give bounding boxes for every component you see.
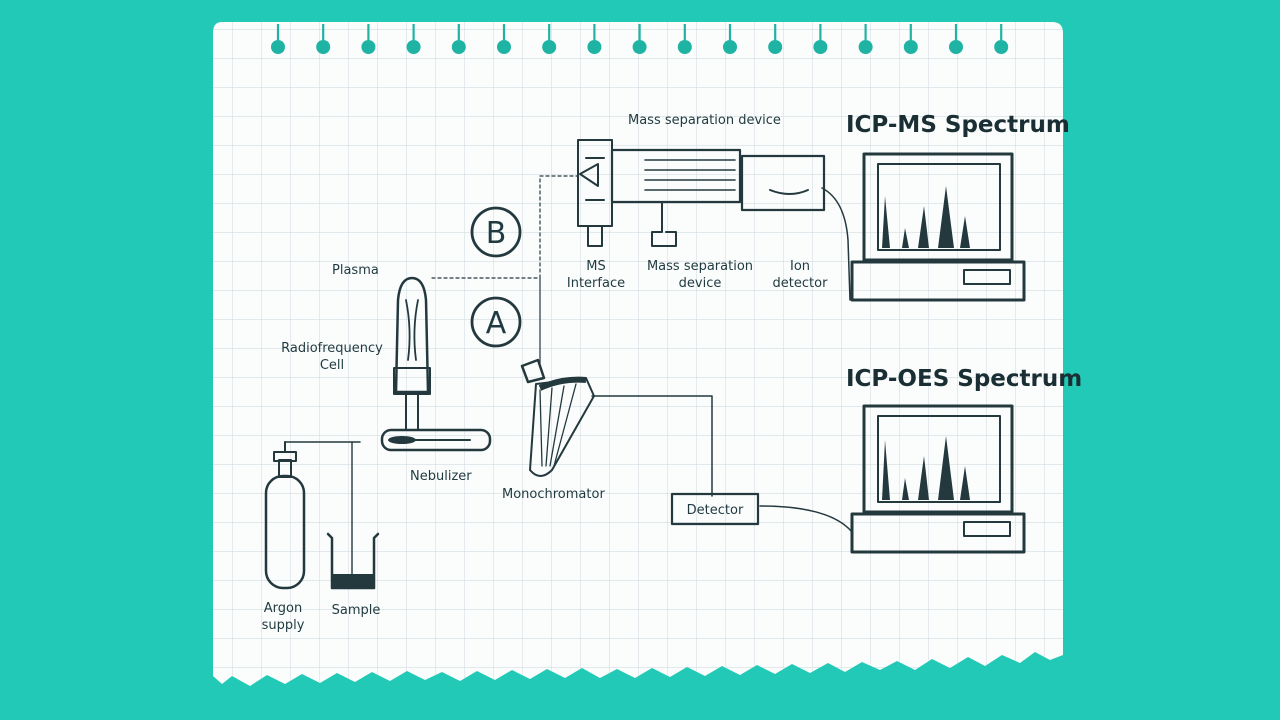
plasma-torch <box>393 276 431 431</box>
spiral-ring <box>451 40 466 54</box>
oes-computer <box>850 404 1026 554</box>
argon-supply-cylinder <box>264 441 306 590</box>
spiral-ring <box>632 40 647 54</box>
path-marker-b-label: B <box>486 216 507 251</box>
detector-box <box>670 492 760 526</box>
ion-detector-label-line1: Ion <box>790 259 810 274</box>
ms-interface-label-line2: Interface <box>567 276 625 291</box>
path-marker-b: B <box>470 206 522 258</box>
monochromator <box>520 358 595 477</box>
path-marker-a: A <box>470 296 522 348</box>
icp-ms-title: ICP-MS Spectrum <box>846 112 1070 138</box>
radiofrequency-label-line2: Cell <box>320 358 344 373</box>
spiral-ring <box>949 40 963 54</box>
spiral-ring <box>903 40 918 54</box>
detector-label: Detector <box>687 503 744 518</box>
plasma-label: Plasma <box>332 263 379 278</box>
path-marker-a-label: A <box>486 306 507 341</box>
mass-separation-top-label: Mass separation device <box>628 113 781 128</box>
spiral-ring <box>497 40 511 54</box>
spiral-ring <box>813 40 828 54</box>
ms-interface-label-line1: MS <box>586 259 605 274</box>
mass-separation-label-line1: Mass separation <box>647 259 753 274</box>
spiral-ring <box>316 40 331 54</box>
ion-detector-label-line2: detector <box>773 276 829 291</box>
spiral-ring <box>587 40 602 54</box>
spiral-ring <box>677 40 692 54</box>
connection-lines <box>284 175 853 579</box>
spiral-ring <box>994 40 1009 54</box>
spiral-ring <box>768 40 783 54</box>
nebulizer <box>380 428 492 452</box>
spiral-ring <box>858 40 873 54</box>
mass-separation-label-line2: device <box>679 276 722 291</box>
sample-beaker <box>326 532 380 590</box>
monochromator-label: Monochromator <box>502 487 605 502</box>
nebulizer-label: Nebulizer <box>410 469 472 484</box>
spiral-ring <box>406 40 421 54</box>
ms-computer <box>850 152 1026 302</box>
spiral-ring <box>542 40 557 54</box>
spiral-rings <box>271 24 1009 54</box>
spiral-ring <box>361 40 376 54</box>
ms-spectrum-peaks <box>882 186 970 248</box>
spiral-ring <box>723 40 737 54</box>
oes-spectrum-peaks <box>882 436 970 500</box>
icp-oes-title: ICP-OES Spectrum <box>846 366 1082 392</box>
radiofrequency-label-line1: Radiofrequency <box>281 341 383 356</box>
argon-supply-label-line1: Argon <box>264 601 302 616</box>
spiral-ring <box>271 40 285 54</box>
sample-label: Sample <box>332 603 381 618</box>
argon-supply-label-line2: supply <box>262 618 305 633</box>
mass-spectrometer <box>577 139 826 247</box>
